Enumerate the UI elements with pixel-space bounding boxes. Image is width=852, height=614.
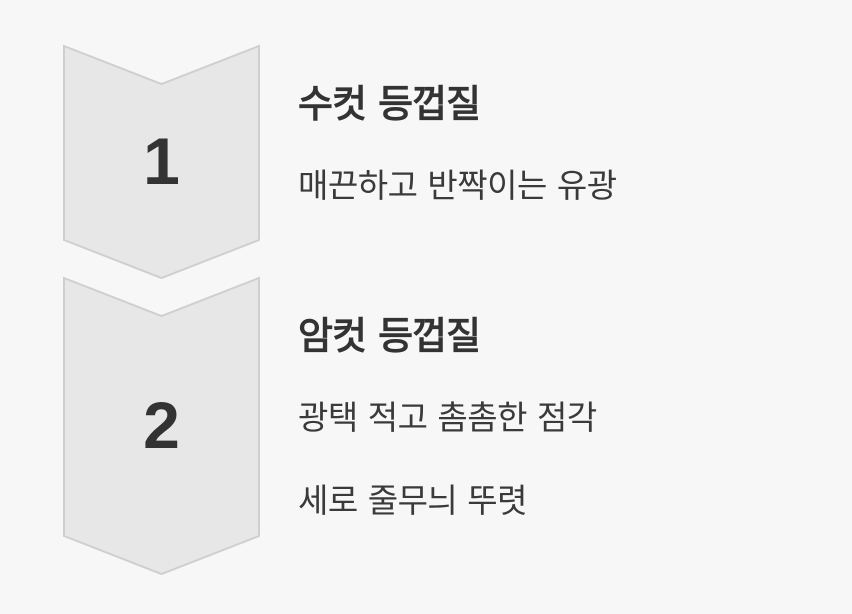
step-1-badge: 1 [62, 44, 261, 280]
step-2-badge: 2 [62, 276, 261, 576]
step-1-title: 수컷 등껍질 [298, 82, 481, 126]
step-1-number: 1 [143, 124, 180, 198]
step-2-description-1: 광택 적고 촘촘한 점각 [298, 398, 597, 437]
step-2-description-2: 세로 줄무늬 뚜렷 [298, 481, 528, 520]
chevron-badge-icon [63, 44, 260, 280]
step-1-description-1: 매끈하고 반짝이는 유광 [298, 166, 617, 205]
step-2-title: 암컷 등껍질 [298, 314, 481, 358]
step-2-number: 2 [143, 388, 180, 462]
chevron-badge-icon [63, 276, 260, 576]
